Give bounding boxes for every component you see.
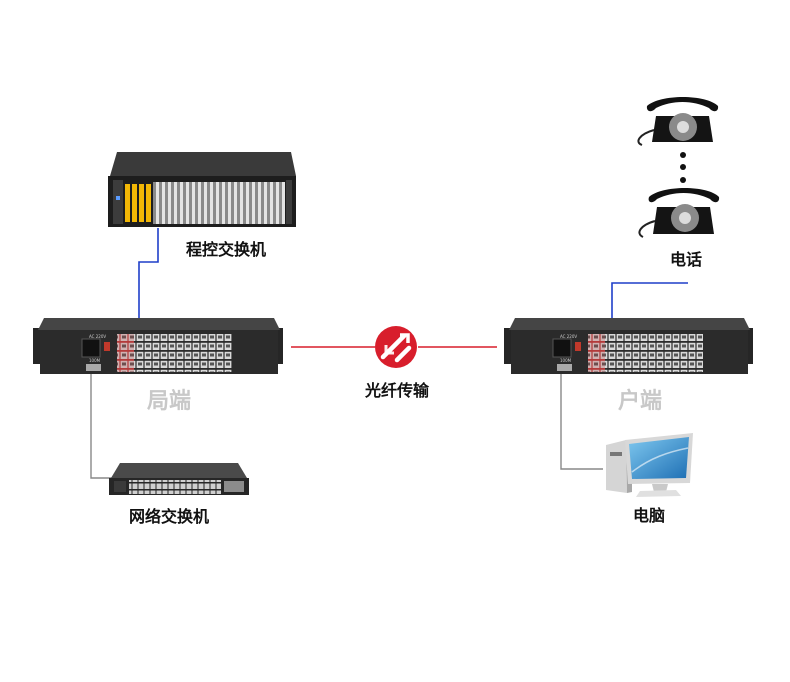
rotary-phone-icon bbox=[637, 97, 719, 146]
remote-to-pc-line bbox=[560, 372, 603, 470]
ellipsis-dot bbox=[680, 177, 686, 183]
pbx-label: 程控交换机 bbox=[186, 240, 267, 259]
svg-text:100M: 100M bbox=[560, 358, 572, 363]
svg-text:AC 220V: AC 220V bbox=[560, 334, 577, 339]
ellipsis-dot bbox=[680, 152, 686, 158]
pbx-to-central-line bbox=[138, 228, 159, 340]
central-end-label: 局端 bbox=[147, 389, 192, 414]
network-switch-label: 网络交换机 bbox=[129, 507, 210, 526]
central-to-switch-line bbox=[90, 372, 113, 479]
fiber-icon bbox=[375, 326, 417, 368]
fiber-transmission-label: 光纤传输 bbox=[365, 381, 430, 400]
computer-label: 电脑 bbox=[633, 506, 666, 525]
remote-end-label: 户端 bbox=[618, 389, 663, 414]
phone-label: 电话 bbox=[670, 250, 703, 269]
remote-unit: AC 220V 100M bbox=[504, 318, 753, 374]
ellipsis-dot bbox=[680, 164, 686, 170]
pbx-device bbox=[108, 152, 296, 227]
svg-text:AC 220V: AC 220V bbox=[89, 334, 106, 339]
network-switch-device bbox=[109, 463, 249, 495]
central-unit: AC 220V 100M bbox=[33, 318, 283, 374]
rotary-phone-icon bbox=[638, 188, 720, 238]
monitor-icon bbox=[606, 433, 693, 497]
svg-text:100M: 100M bbox=[89, 358, 101, 363]
